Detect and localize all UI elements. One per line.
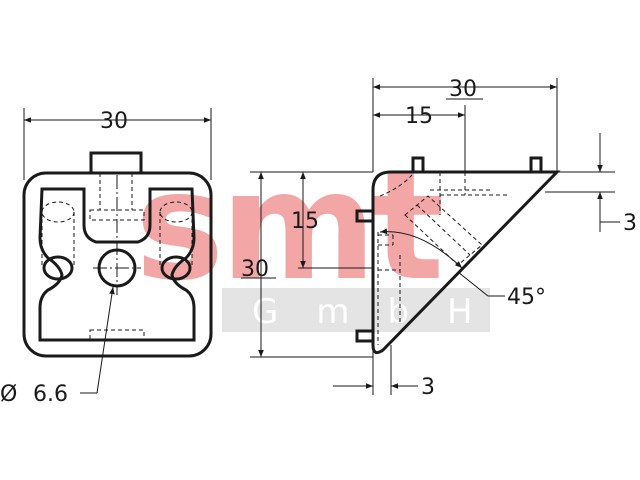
side-left-peg-bottom bbox=[355, 329, 375, 343]
side-top-peg-right bbox=[529, 156, 543, 174]
top-thickness-label: 3 bbox=[623, 211, 637, 236]
front-hidden-left-upper bbox=[41, 201, 75, 223]
angle-arc bbox=[379, 228, 463, 269]
watermark-band bbox=[222, 288, 490, 332]
side-half-label: 15 bbox=[405, 104, 433, 129]
side-left-peg-top bbox=[355, 209, 375, 223]
front-right-slot bbox=[160, 255, 192, 281]
front-left-slot bbox=[42, 255, 74, 281]
angle-leader bbox=[457, 271, 489, 297]
diameter-leader-arrow bbox=[96, 286, 115, 394]
side-width-label: 30 bbox=[449, 77, 477, 102]
watermark-subtitle: GmbH bbox=[252, 292, 511, 332]
front-inner-contour bbox=[38, 187, 196, 342]
front-hidden-slot-bottom bbox=[89, 329, 145, 341]
front-top-tab bbox=[89, 151, 143, 175]
side-inner-label: 15 bbox=[291, 209, 319, 234]
angle-label: 45° bbox=[507, 285, 546, 310]
front-width-label: 30 bbox=[100, 109, 128, 134]
side-top-peg-left bbox=[411, 156, 425, 174]
side-hidden-fillet bbox=[379, 174, 413, 197]
watermark: smt GmbH bbox=[135, 140, 511, 332]
side-view: 30 15 30 15 bbox=[241, 77, 637, 400]
diameter-label: 6.6 bbox=[33, 382, 68, 407]
watermark-brand: smt bbox=[135, 140, 442, 314]
diameter-symbol: Ø bbox=[0, 382, 17, 407]
front-outer-body bbox=[22, 171, 213, 358]
front-view: 30 Ø 6.6 bbox=[0, 108, 213, 407]
side-bracket-body bbox=[371, 170, 561, 355]
bottom-thickness-label: 3 bbox=[421, 375, 435, 400]
